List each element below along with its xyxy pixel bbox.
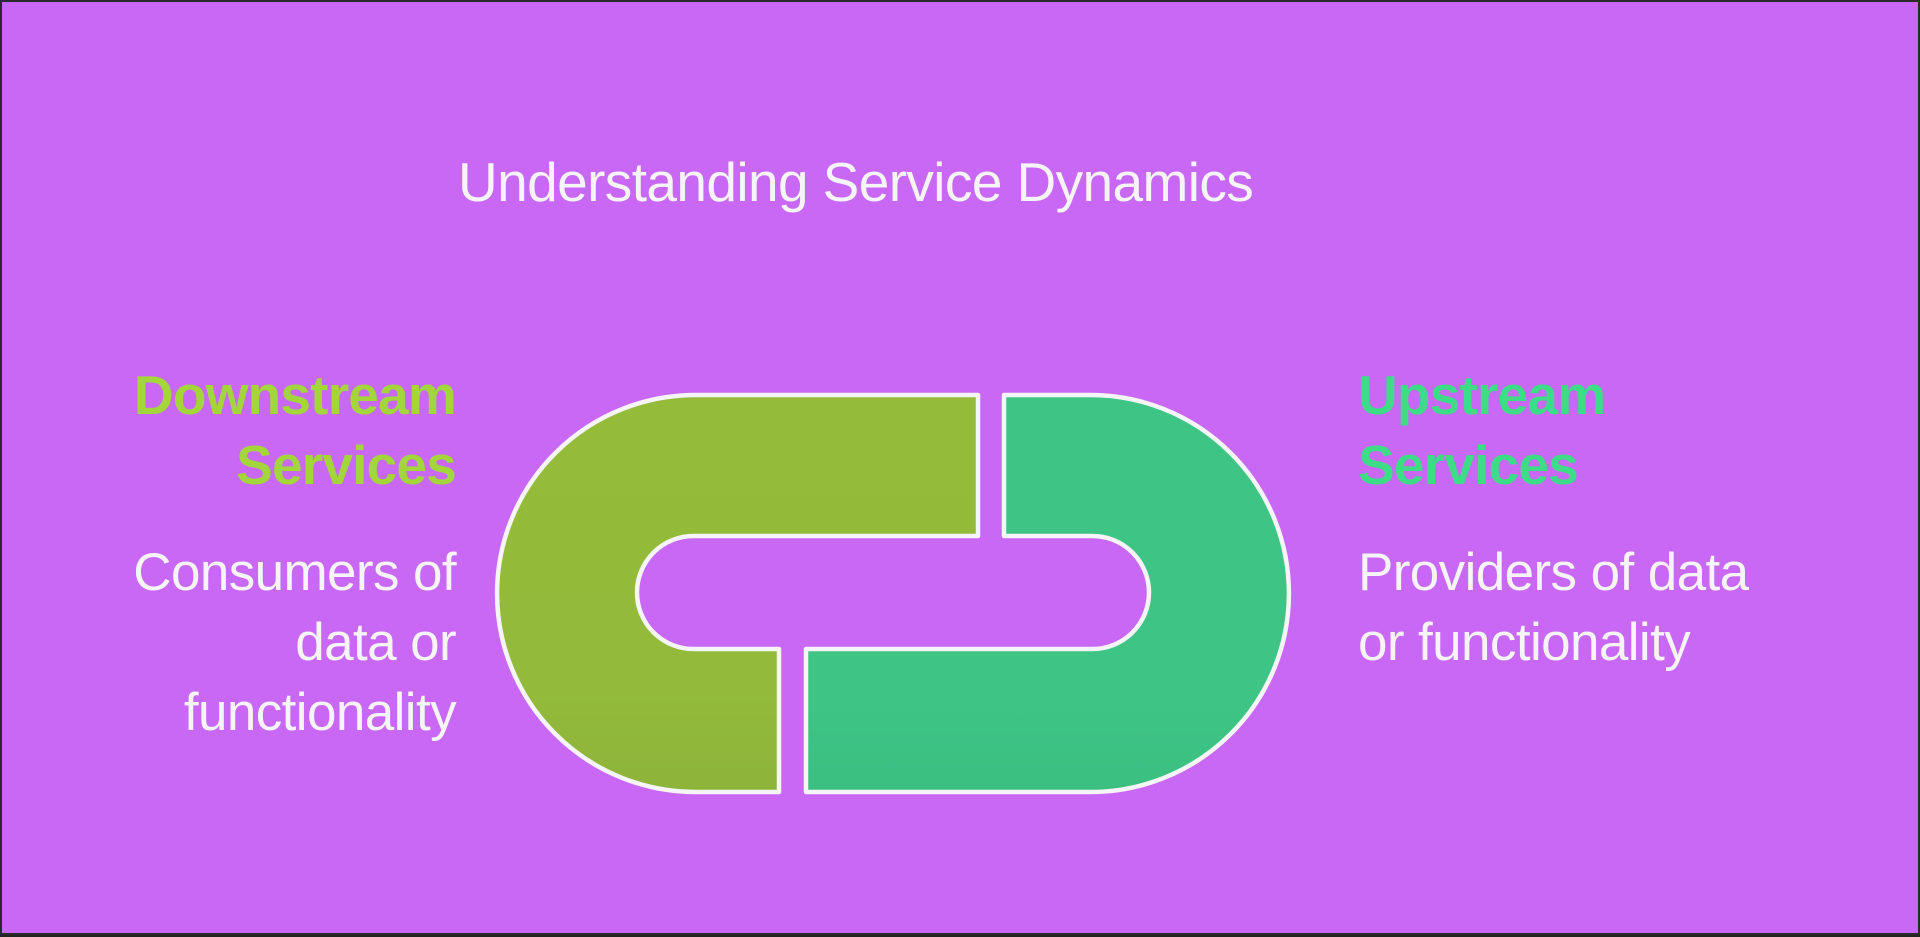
diagram-title: Understanding Service Dynamics [458,151,1254,213]
upstream-description: Providers of data or functionality [1358,538,1878,678]
upstream-section: Upstream Services Providers of data or f… [1358,360,1878,678]
downstream-description-line-1: Consumers of [133,543,456,602]
downstream-section: Downstream Services Consumers of data or… [62,360,457,748]
downstream-description-line-2: data or [295,613,456,672]
downstream-heading: Downstream Services [62,360,457,500]
downstream-heading-line-2: Services [236,434,457,496]
downstream-link-icon [494,392,981,795]
upstream-heading-line-2: Services [1358,434,1579,496]
upstream-heading: Upstream Services [1358,360,1878,500]
upstream-description-line-2: or functionality [1358,613,1691,672]
downstream-heading-line-1: Downstream [133,364,457,426]
downstream-description: Consumers of data or functionality [62,538,456,748]
downstream-description-line-3: functionality [183,683,457,742]
upstream-heading-line-1: Upstream [1358,364,1606,426]
upstream-link-icon [803,392,1292,795]
upstream-description-line-1: Providers of data [1358,543,1749,602]
